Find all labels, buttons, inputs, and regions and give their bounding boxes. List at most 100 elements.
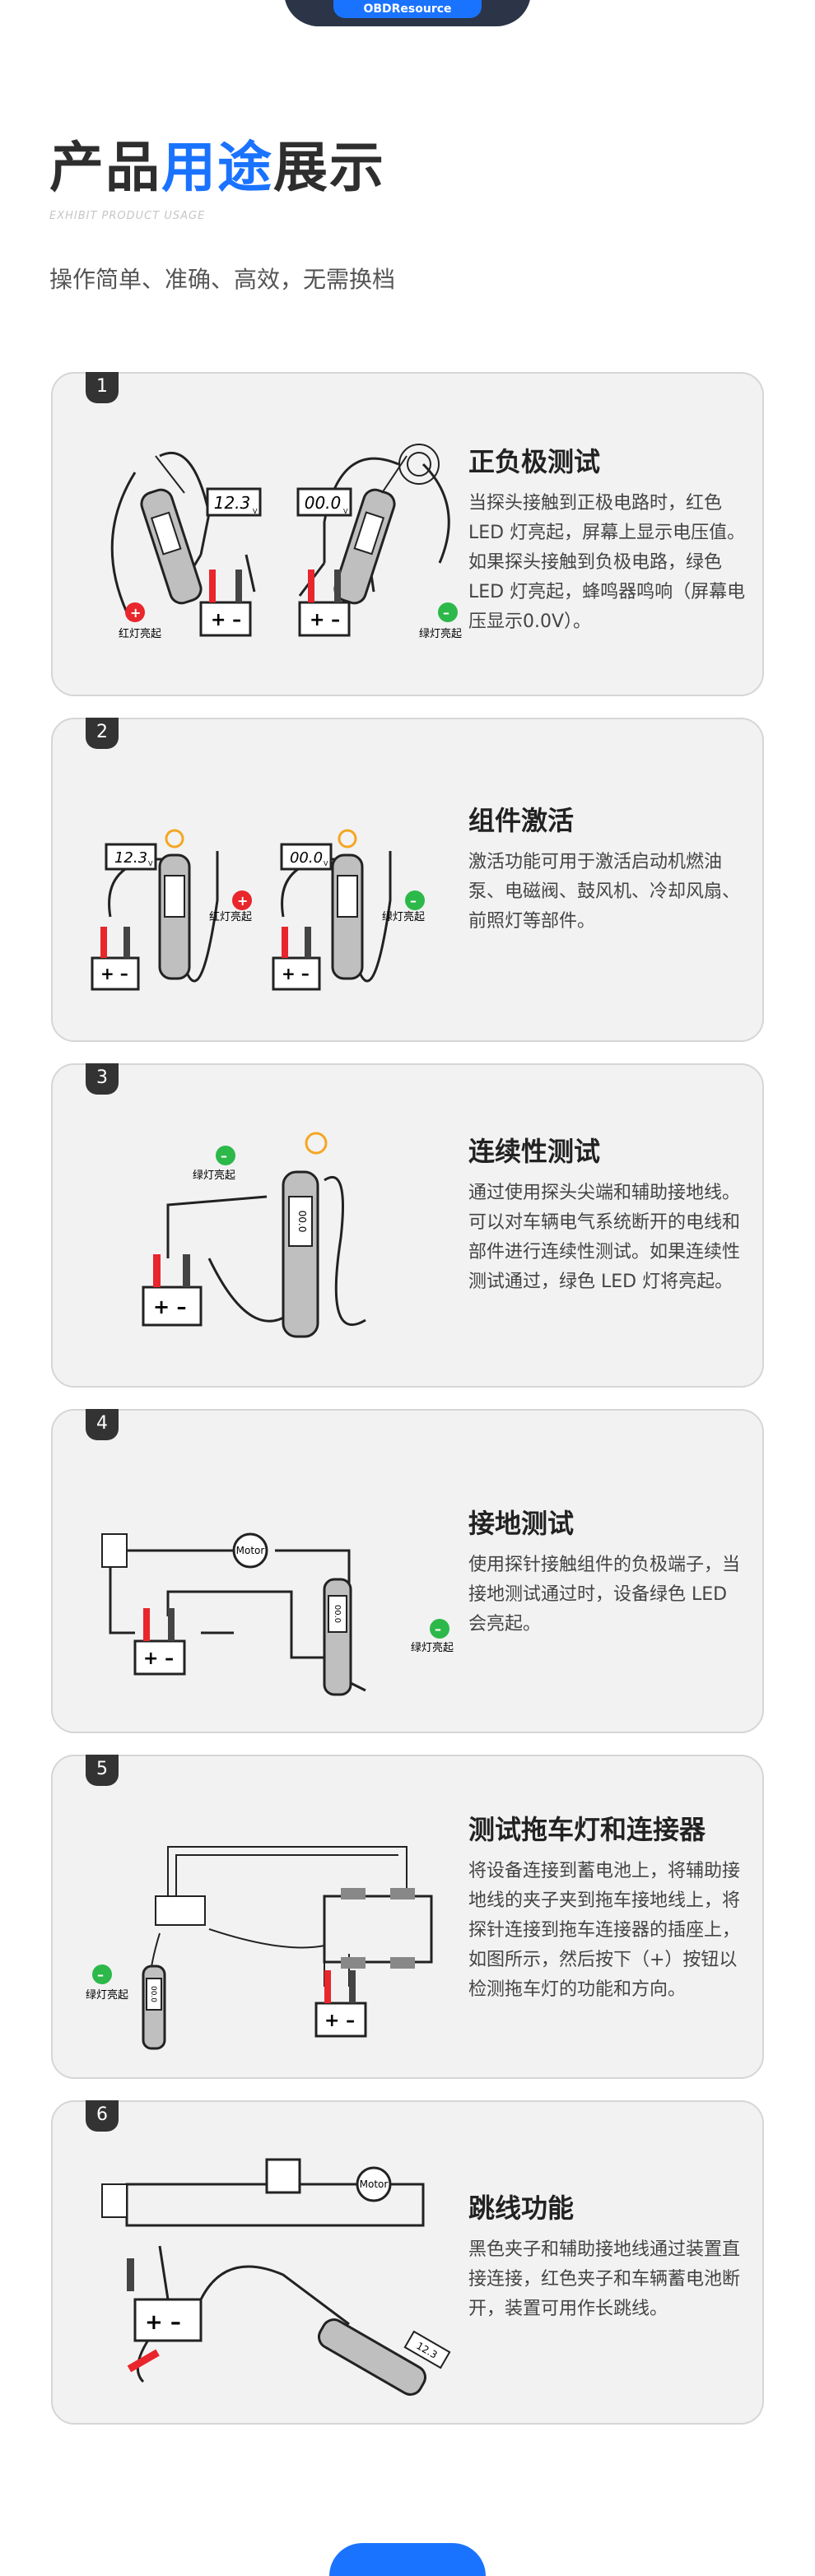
brand-logo: OBDResource: [333, 0, 482, 18]
fuse-box-icon: [101, 1533, 128, 1568]
title-part1: 产品: [49, 136, 161, 199]
battery-left-icon: + –: [91, 927, 140, 991]
battery-icon: + –: [142, 1254, 203, 1327]
fuse-box-icon: [101, 2183, 128, 2218]
card-number-badge: 3: [86, 1063, 119, 1095]
unit-right: V: [324, 860, 328, 867]
card-description: 将设备连接到蓄电池上，将辅助接地线的夹子夹到拖车接地线上，将探针连接到拖车连接器…: [468, 1861, 741, 2000]
bulb-right-icon: [338, 829, 357, 849]
ground-test-illustration: Motor 00.0 + – – 绿灯亮起: [101, 1532, 454, 1696]
green-led-icon: [92, 1965, 112, 1984]
card-title: 组件激活: [468, 805, 575, 836]
card-number-badge: 2: [86, 718, 119, 749]
card-title: 测试拖车灯和连接器: [468, 1814, 706, 1845]
motor-icon: [356, 2166, 392, 2202]
activation-illustration: 12.3 V 00.0 V + – + – + 红灯亮起 – 绿灯亮起: [91, 829, 425, 991]
trailer-test-illustration: 00.0 + – – 绿灯亮起: [86, 1846, 433, 2050]
battery-icon: + –: [133, 1608, 186, 1676]
bottom-logo-tab: [329, 2543, 486, 2576]
card-title: 连续性测试: [468, 1136, 601, 1167]
page-title: 产品用途展示: [49, 123, 385, 202]
bulb-icon: [305, 1132, 328, 1155]
card-number-badge: 4: [86, 1409, 119, 1440]
connector-icon: [155, 1895, 206, 1926]
green-led-icon: [405, 890, 425, 910]
reading-left: 12.3: [114, 849, 147, 867]
card-component-activation: 2 12.3 V 00.0 V + – + – + 红灯亮起: [51, 718, 764, 1042]
card-description: 黑色夹子和辅助接地线通过装置直接连接，红色夹子和车辆蓄电池断开，装置可用作长跳线…: [468, 2239, 741, 2319]
svg-text:–: –: [435, 1621, 441, 1637]
svg-text:+: +: [130, 605, 141, 621]
subtitle: 操作简单、准确、高效，无需换档: [49, 266, 396, 293]
svg-text:+ –: + –: [282, 964, 310, 983]
bulb-left-icon: [165, 829, 184, 849]
reading: 00.0: [333, 1605, 342, 1623]
reading: 00.0: [149, 1986, 157, 2002]
svg-text:+ –: + –: [324, 2011, 355, 2031]
card-title: 正负极测试: [468, 446, 601, 477]
unit-left: V: [253, 508, 258, 515]
trailer-frame-icon: [323, 1895, 433, 1964]
svg-text:+ –: + –: [211, 610, 241, 630]
green-led-label: 绿灯亮起: [86, 1988, 128, 2002]
red-led-label: 红灯亮起: [119, 627, 161, 640]
title-part3: 展示: [273, 136, 385, 199]
relay-icon: [265, 2158, 301, 2194]
reading-right: 00.0: [290, 849, 323, 867]
card-description: 使用探针接触组件的负极端子，当接地测试通过时，设备绿色 LED 会亮起。: [468, 1555, 741, 1634]
svg-text:+ –: + –: [100, 964, 128, 983]
motor-label: Motor: [236, 1545, 265, 1556]
green-led-label: 绿灯亮起: [419, 627, 462, 640]
tester-left: [140, 455, 203, 605]
card-polarity-test: 1 12.3 V 00.0 V + –: [51, 372, 764, 696]
reading: 00.0: [296, 1211, 308, 1233]
red-led-icon: [125, 602, 145, 622]
card-title: 接地测试: [468, 1508, 575, 1539]
svg-text:–: –: [410, 893, 417, 909]
green-led-icon: [430, 1619, 449, 1639]
motor-label: Motor: [360, 2178, 389, 2190]
svg-text:+ –: + –: [310, 610, 340, 630]
reading-left: 12.3: [214, 493, 251, 513]
card-jumper-function: 6 Motor + – 12.3 跳线功能 黑色夹子和辅助接地线通过装置直接连接…: [51, 2100, 764, 2425]
jumper-illustration: Motor + – 12.3: [101, 2158, 451, 2396]
green-led-label: 绿灯亮起: [193, 1169, 235, 1182]
card-continuity-test: 3 00.0 + – – 绿灯亮起 连续性测试 通过使用探头尖端和辅助接地线。可…: [51, 1063, 764, 1388]
svg-text:+ –: + –: [145, 2310, 181, 2335]
card-number-badge: 1: [86, 372, 119, 403]
battery-icon: + –: [314, 1970, 367, 2038]
green-led-label: 绿灯亮起: [382, 910, 425, 923]
title-part2: 用途: [161, 136, 273, 199]
unit-right: V: [343, 508, 348, 515]
battery-left-icon: + –: [199, 570, 252, 637]
green-led-icon: [438, 602, 458, 622]
card-description: 通过使用探头尖端和辅助接地线。可以对车辆电气系统断开的电线和部件进行连续性测试。…: [468, 1183, 741, 1292]
tester-body: [318, 2318, 426, 2396]
red-led-icon: [232, 890, 252, 910]
motor-icon: [232, 1532, 268, 1569]
svg-text:+: +: [237, 893, 248, 909]
top-logo-tab: OBDResource: [284, 0, 531, 26]
svg-text:+ –: + –: [143, 1648, 174, 1669]
tester-right: [333, 444, 440, 605]
reading-right: 00.0: [305, 493, 342, 513]
unit-left: V: [148, 860, 153, 867]
card-trailer-test: 5 00.0 + – – 绿灯亮起 测试拖车灯和连接器 将设备连接到蓄电池上，将…: [51, 1755, 764, 2079]
svg-text:–: –: [443, 605, 449, 621]
card-description: 当探头接触到正极电路时，红色 LED 灯亮起，屏幕上显示电压值。如果探头接触到负…: [468, 493, 746, 632]
svg-text:–: –: [97, 1967, 104, 1983]
green-led-label: 绿灯亮起: [411, 1641, 454, 1654]
battery-right-icon: + –: [298, 570, 351, 637]
card-title: 跳线功能: [468, 2192, 575, 2224]
card-description: 激活功能可用于激活启动机燃油泵、电磁阀、鼓风机、冷却风扇、前照灯等部件。: [468, 852, 741, 932]
continuity-illustration: 00.0 + – – 绿灯亮起: [142, 1132, 366, 1338]
red-led-label: 红灯亮起: [209, 910, 252, 923]
green-led-icon: [216, 1146, 235, 1165]
polarity-test-illustration: 12.3 V 00.0 V + – + – + 红灯亮起 – 绿灯亮起: [110, 444, 462, 640]
subtitle-en: EXHIBIT PRODUCT USAGE: [49, 210, 206, 222]
card-ground-test: 4 Motor 00.0 + – – 绿灯亮起 接地测试 使用探针接触组件的负极…: [51, 1409, 764, 1733]
svg-text:–: –: [221, 1148, 227, 1164]
battery-icon: + –: [127, 2258, 203, 2342]
card-number-badge: 5: [86, 1755, 119, 1786]
battery-right-icon: + –: [272, 927, 321, 991]
